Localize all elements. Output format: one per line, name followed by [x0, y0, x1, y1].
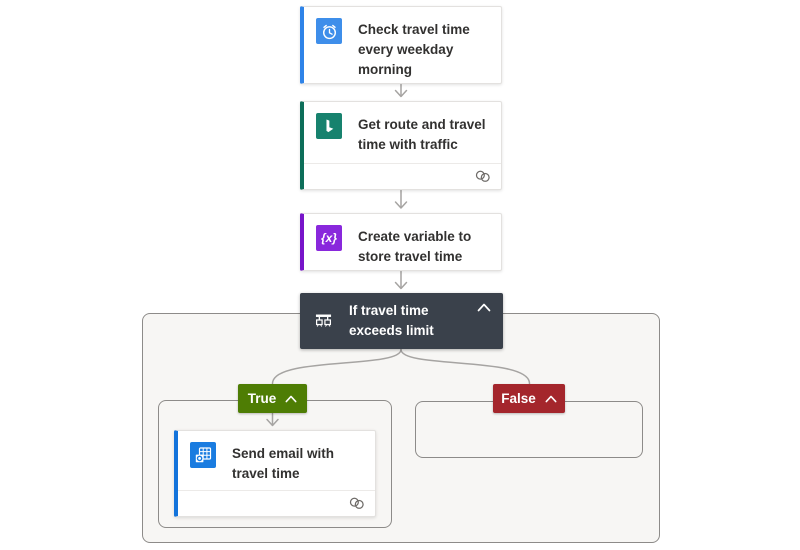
recurrence-clock-icon [316, 18, 342, 44]
false-branch-badge[interactable]: False [493, 384, 565, 413]
card-header: Check travel time every weekday morning [304, 7, 501, 84]
card-title: Check travel time every weekday morning [358, 22, 470, 77]
true-branch-badge[interactable]: True [238, 384, 307, 413]
arrowhead [394, 89, 408, 98]
collapse-chevron-icon[interactable] [545, 395, 557, 403]
arrowhead [394, 201, 408, 209]
action-card-get-route[interactable]: Get route and travel time with traffic [300, 101, 502, 190]
card-title: Send email with travel time [232, 446, 335, 481]
trigger-card-recurrence[interactable]: Check travel time every weekday morning [300, 6, 502, 84]
bing-maps-icon [316, 113, 342, 139]
connection-indicator-icon [475, 170, 490, 182]
outlook-icon [190, 442, 216, 468]
condition-branch-icon [315, 314, 332, 327]
action-card-create-variable[interactable]: {x} Create variable to store travel time [300, 213, 502, 271]
condition-title: If travel time exceeds limit [349, 303, 434, 338]
card-title: Get route and travel time with traffic [358, 117, 486, 152]
variable-icon-glyph: {x} [320, 231, 337, 245]
card-header: Get route and travel time with traffic [304, 102, 501, 163]
card-title: Create variable to store travel time [358, 229, 472, 264]
collapse-chevron-icon[interactable] [477, 303, 491, 312]
card-footer [178, 490, 375, 516]
card-header: Send email with travel time [178, 431, 375, 490]
true-branch-label: True [247, 391, 277, 406]
card-footer [304, 163, 501, 189]
arrowhead [394, 281, 408, 290]
card-header: {x} Create variable to store travel time [304, 214, 501, 271]
condition-card[interactable]: If travel time exceeds limit [300, 293, 503, 349]
false-branch-label: False [501, 391, 536, 406]
collapse-chevron-icon[interactable] [285, 395, 297, 403]
variable-icon: {x} [316, 225, 342, 251]
action-card-send-email[interactable]: Send email with travel time [174, 430, 376, 517]
connection-indicator-icon [349, 497, 364, 509]
